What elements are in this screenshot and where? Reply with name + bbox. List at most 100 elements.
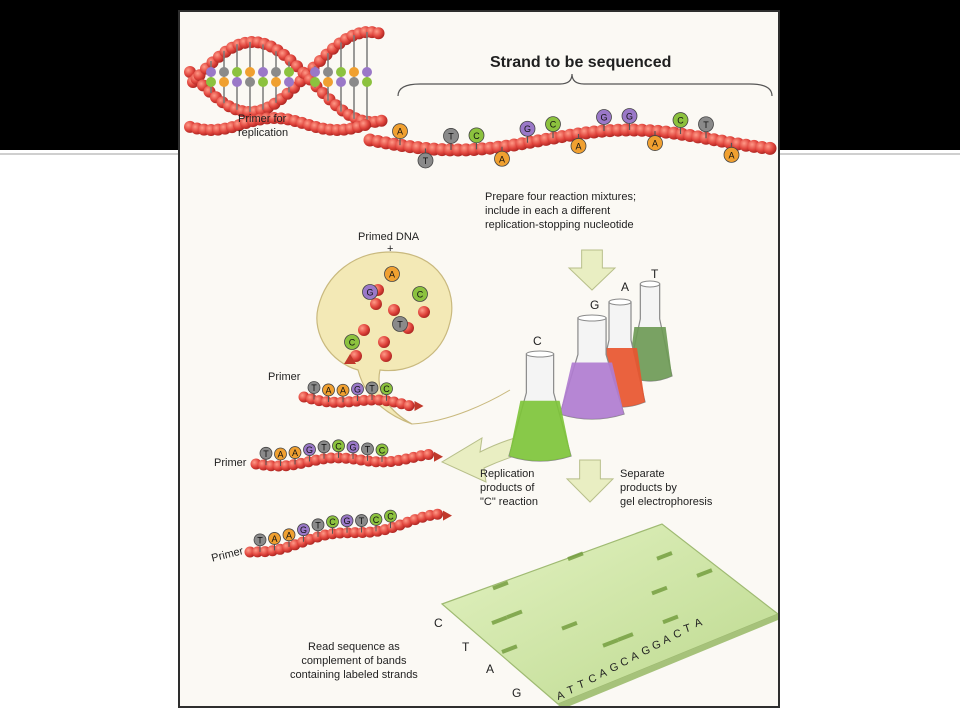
nucleotide-letter: T: [365, 444, 371, 454]
nucleotide-ball: [412, 286, 428, 302]
helix-base: [258, 67, 268, 77]
backbone-bead: [403, 400, 415, 412]
bubble-arrowhead: [344, 354, 356, 364]
nucleotide-T: T: [355, 514, 368, 527]
nucleotide-G: G: [596, 109, 612, 125]
nucleotide-A: A: [282, 528, 296, 542]
nucleotide-ball: [274, 447, 287, 461]
nucleotide-A: A: [392, 123, 408, 140]
nucleotide-letter: C: [550, 120, 557, 130]
nucleotide-ball: [384, 266, 400, 282]
nucleotide-letter: G: [349, 442, 356, 452]
nucleotide-ball: [384, 509, 397, 523]
nucleotide-ball: [417, 152, 434, 169]
down-arrow: [565, 459, 615, 503]
nucleotide-G: G: [340, 514, 354, 528]
gel-band: [656, 551, 673, 561]
nucleotide-letter: T: [257, 535, 263, 545]
helix-base: [349, 77, 359, 87]
nucleotide-letter: G: [300, 525, 307, 535]
nucleotide-letter: A: [389, 270, 395, 280]
backbone-bead: [380, 350, 392, 362]
nucleotide-G: G: [297, 523, 310, 537]
nucleotide-A: A: [268, 532, 281, 545]
flask-rim: [525, 350, 555, 358]
nucleotide-ball: [326, 515, 339, 529]
nucleotide-ball: [282, 528, 296, 542]
flask-label-a: A: [621, 280, 630, 294]
nucleotide-letter: A: [499, 154, 505, 164]
gel-sequence-letter: T: [566, 684, 576, 698]
backbone-bead: [432, 508, 443, 520]
nucleotide-T: T: [307, 381, 321, 394]
lane-label-t: T: [462, 640, 470, 654]
nucleotide-G: G: [519, 120, 536, 137]
nucleotide-ball: [494, 150, 510, 167]
gel-sequence-letter: A: [598, 667, 609, 681]
replication-products-label: Replication products of "C" reaction: [480, 468, 538, 508]
gel-band: [617, 632, 634, 642]
primer-label-1: Primer: [268, 371, 301, 383]
helix-base: [219, 67, 229, 77]
nucleotide-T: T: [392, 316, 408, 332]
nucleotide-T: T: [417, 152, 434, 169]
nucleotide-ball: [570, 138, 587, 154]
helix-base: [245, 67, 255, 77]
nucleotide-C: C: [375, 443, 389, 457]
nucleotide-C: C: [369, 513, 383, 526]
nucleotide-letter: C: [329, 517, 336, 527]
gel-band: [602, 638, 619, 648]
helix-base: [232, 77, 242, 87]
nucleotide-letter: A: [652, 139, 658, 149]
helix-base: [232, 67, 242, 77]
nucleotide-letter: G: [626, 112, 633, 122]
nucleotide-ball: [351, 382, 364, 396]
gel-band: [662, 614, 679, 625]
helix-base: [284, 67, 294, 77]
separate-products-label: Separate products by gel electrophoresis: [620, 468, 713, 508]
nucleotide-letter: T: [263, 449, 269, 459]
nucleotide-T: T: [259, 446, 273, 460]
nucleotide-ball: [621, 108, 638, 124]
nucleotide-letter: G: [306, 445, 313, 455]
nucleotide-ball: [369, 513, 383, 526]
nucleotide-C: C: [672, 112, 689, 128]
nucleotide-ball: [596, 109, 612, 125]
nucleotide-T: T: [317, 440, 331, 454]
gel-band: [492, 580, 509, 591]
gel-edge: [558, 614, 778, 706]
nucleotide-letter: T: [703, 120, 709, 130]
nucleotide-ball: [253, 533, 267, 547]
nucleotide-letter: C: [383, 384, 390, 394]
nucleotide-letter: A: [575, 141, 581, 151]
backbone-bead: [763, 141, 777, 155]
nucleotide-letter: A: [728, 150, 734, 160]
nucleotide-letter: T: [397, 320, 403, 330]
nucleotide-G: G: [303, 443, 316, 456]
nucleotide-ball: [355, 514, 368, 527]
primer-strand: [184, 112, 371, 136]
nucleotide-ball: [362, 284, 378, 300]
gel-sequence-letter: C: [672, 627, 683, 641]
plus-sign: +: [387, 243, 394, 255]
helix-base: [206, 77, 216, 87]
gel-sequence-letter: G: [651, 638, 663, 652]
backbone-bead: [375, 114, 388, 127]
nucleotide-letter: A: [286, 530, 292, 540]
nucleotide-ball: [392, 316, 408, 332]
gel-band: [491, 615, 508, 626]
helix-base: [336, 77, 346, 87]
fragment-arrowhead: [443, 510, 452, 521]
strand-bracket: [397, 73, 773, 97]
lane-label-c: C: [434, 616, 443, 630]
backbone-bead: [388, 304, 400, 316]
helix-base: [362, 77, 372, 87]
gel-sequence-letter: C: [619, 655, 630, 669]
nucleotide-T: T: [698, 116, 714, 133]
figure-title: Strand to be sequenced: [490, 54, 672, 71]
